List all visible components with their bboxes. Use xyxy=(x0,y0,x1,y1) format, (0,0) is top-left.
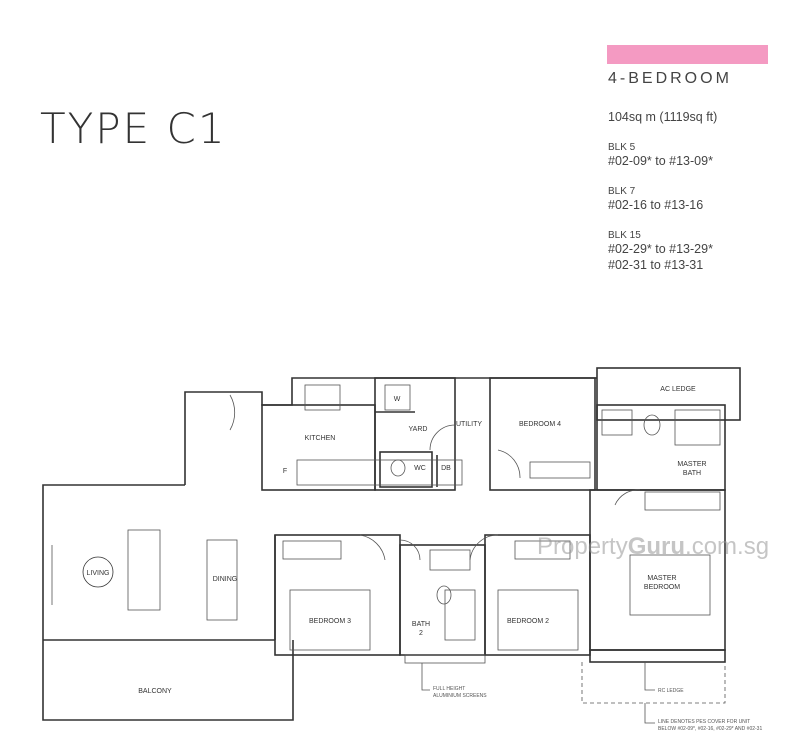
block-label: BLK 7 xyxy=(608,186,636,197)
room-master-bedroom: MASTER xyxy=(647,575,676,582)
room-master-bath: BATH xyxy=(683,470,701,477)
block-label: BLK 5 xyxy=(608,142,636,153)
plan-title: TYPE C1 xyxy=(40,104,227,153)
unit-type: 4-BEDROOM xyxy=(608,70,732,87)
room-bedroom-2: BEDROOM 2 xyxy=(507,618,549,625)
room-dining: DINING xyxy=(213,576,238,583)
accent-bar xyxy=(607,45,768,64)
room-bedroom-3: BEDROOM 3 xyxy=(309,618,351,625)
watermark-text: Property xyxy=(537,533,628,560)
room-balcony: BALCONY xyxy=(138,688,172,695)
unit-range: #02-31 to #13-31 xyxy=(608,258,704,272)
room-wc: WC xyxy=(414,465,426,472)
unit-range: #02-16 to #13-16 xyxy=(608,198,704,212)
walls xyxy=(42,367,741,721)
note-pes: BELOW #02-09*, #02-16, #02-29* AND #02-3… xyxy=(658,726,762,732)
room-ac-ledge: AC LEDGE xyxy=(660,386,696,393)
room-kitchen: KITCHEN xyxy=(305,435,336,442)
room-yard: YARD xyxy=(409,426,428,433)
watermark-text: .com.sg xyxy=(685,533,770,560)
living-marker xyxy=(82,556,114,588)
unit-range: #02-09* to #13-09* xyxy=(608,154,713,168)
unit-area: 104sq m (1119sq ft) xyxy=(608,110,718,124)
room-living: LIVING xyxy=(87,570,110,577)
fridge-label: F xyxy=(283,468,287,475)
room-utility: UTILITY xyxy=(456,421,482,428)
washer-label: W xyxy=(394,396,401,403)
room-bedroom-4: BEDROOM 4 xyxy=(519,421,561,428)
room-bath-2: 2 xyxy=(419,630,423,637)
unit-range: #02-29* to #13-29* xyxy=(608,242,713,256)
room-master-bath: MASTER xyxy=(677,461,706,468)
room-master-bedroom: BEDROOM xyxy=(644,584,680,591)
note-screens: ALUMINIUM SCREENS xyxy=(433,693,487,699)
watermark-text: Guru xyxy=(627,533,686,560)
db-label: DB xyxy=(441,465,451,472)
note-pes: LINE DENOTES PES COVER FOR UNIT xyxy=(658,719,750,725)
room-bath-2: BATH xyxy=(412,621,430,628)
note-rc-ledge: RC LEDGE xyxy=(658,688,684,694)
block-label: BLK 15 xyxy=(608,230,641,241)
note-screens: FULL HEIGHT xyxy=(433,686,465,692)
watermark: PropertyGuru.com.sg xyxy=(537,533,769,561)
furniture xyxy=(51,384,726,724)
